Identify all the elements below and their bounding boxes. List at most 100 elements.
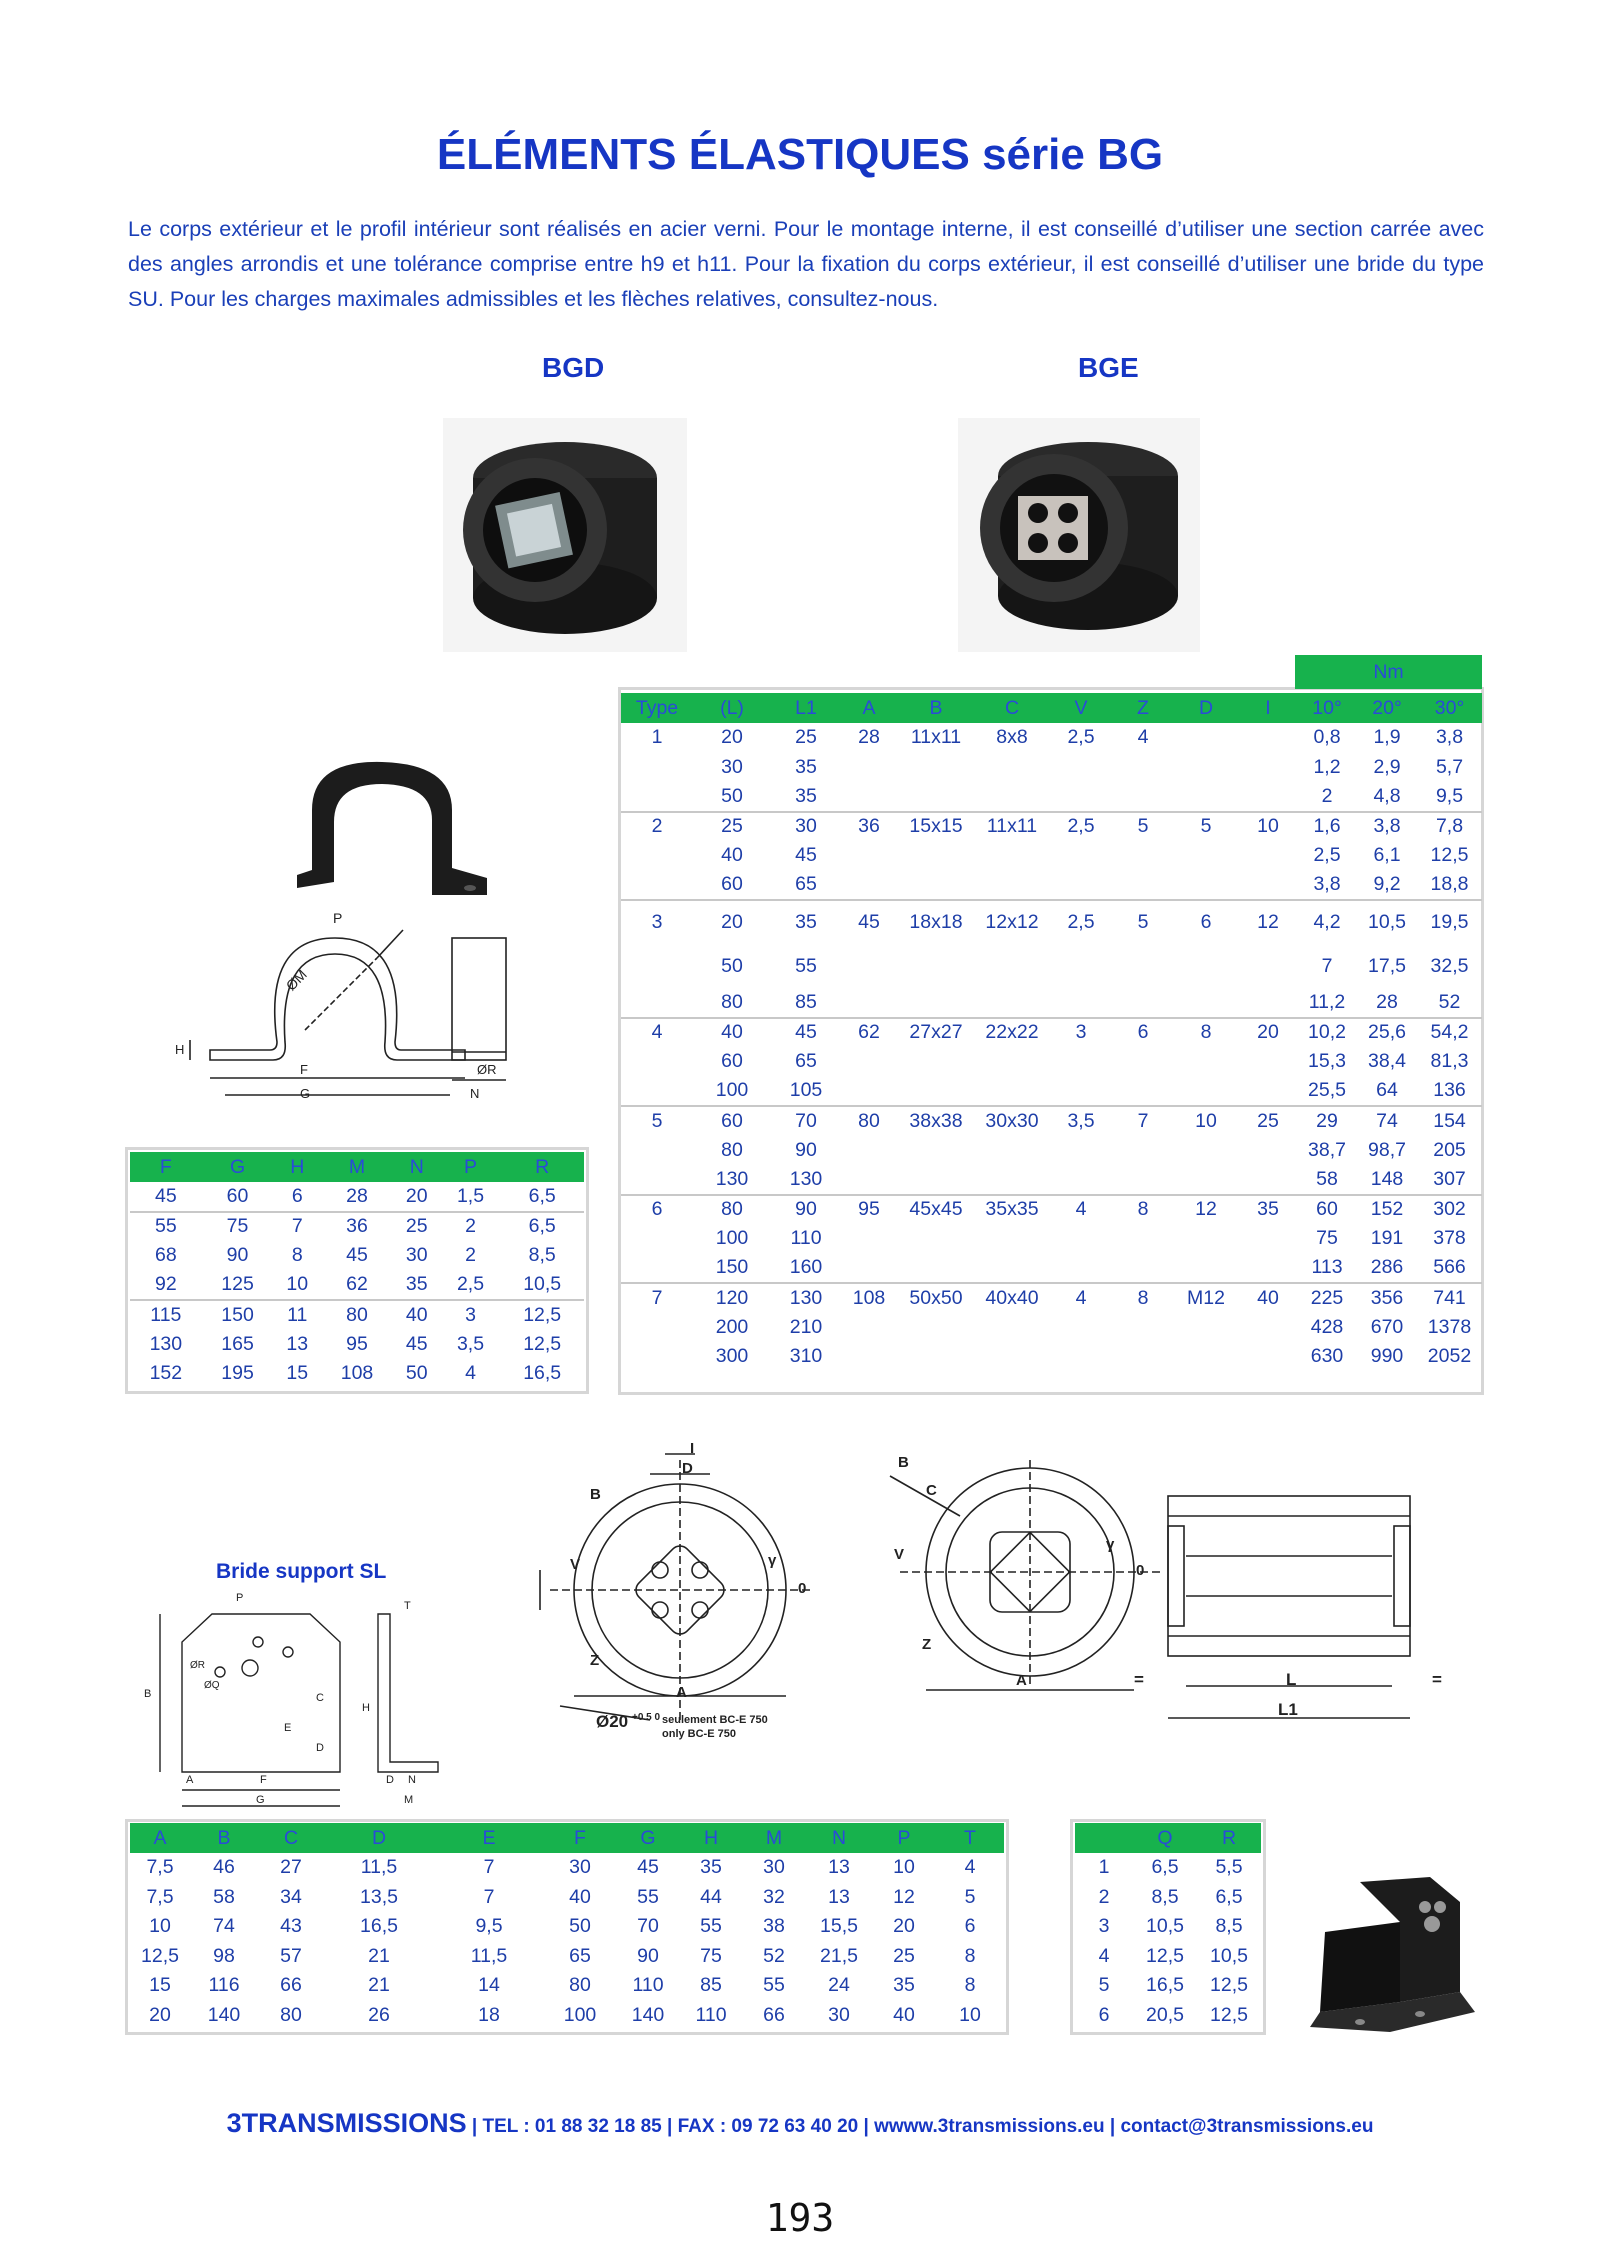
- table-cell: 30: [771, 810, 841, 841]
- table-cell: 70: [637, 1915, 659, 1938]
- table-cell: [1239, 1254, 1297, 1284]
- table-cell: 1,2: [1313, 755, 1341, 778]
- column-header: A: [841, 693, 897, 723]
- table-cell: 10,2: [1297, 1016, 1357, 1047]
- table-cell: 95: [346, 1332, 368, 1355]
- table-cell: 62: [346, 1273, 368, 1296]
- table-cell: [1113, 1224, 1173, 1254]
- table-cell: 25: [893, 1944, 915, 1967]
- table-cell: [841, 1136, 897, 1166]
- table-cell: 64: [1376, 1079, 1398, 1102]
- table-cell: 25: [693, 810, 771, 841]
- clamp-label-r: ØR: [477, 1062, 497, 1077]
- table-cell: 12,5: [500, 1299, 584, 1330]
- table-cell: [841, 841, 897, 871]
- table-cell: 3,5: [456, 1332, 485, 1355]
- table-cell: 25: [392, 1210, 441, 1241]
- table-cell: 35x35: [975, 1193, 1049, 1224]
- table-cell: 3: [621, 899, 693, 944]
- table-cell: 7: [621, 1282, 693, 1313]
- table-cell: 55: [700, 1915, 722, 1938]
- table-cell: 741: [1417, 1282, 1482, 1313]
- side-label-l1: L1: [1278, 1700, 1298, 1719]
- table-cell: 13: [286, 1332, 309, 1355]
- table-cell: 16,5: [360, 1915, 398, 1938]
- table-cell: 50: [405, 1362, 428, 1385]
- table-cell: 120: [693, 1282, 771, 1313]
- table-cell: 27x27: [897, 1016, 975, 1047]
- table-cell: 75: [1316, 1227, 1338, 1250]
- table-cell: 30: [763, 1856, 785, 1879]
- table-cell: 10: [286, 1273, 309, 1296]
- table-cell: [975, 988, 1049, 1018]
- table-cell: [1239, 1224, 1297, 1254]
- table-cell: [897, 841, 975, 871]
- table-cell: [621, 841, 693, 871]
- table-cell: 2,5: [456, 1273, 485, 1296]
- table-cell: 58: [213, 1885, 235, 1908]
- table-cell: 30: [405, 1244, 428, 1267]
- sl-label-d: D: [316, 1742, 324, 1754]
- table-cell: 17,5: [1368, 954, 1406, 977]
- table-cell: 55: [130, 1210, 202, 1241]
- table-cell: 32: [763, 1885, 785, 1908]
- table-cell: 60: [693, 1105, 771, 1136]
- column-header: T: [936, 1823, 1004, 1853]
- table-cell: [621, 1077, 693, 1107]
- table-cell: 100: [715, 1079, 749, 1102]
- column-header: Z: [1113, 693, 1173, 723]
- column-header: M: [742, 1823, 806, 1853]
- table-cell: 4: [1137, 726, 1149, 749]
- table-cell: [1173, 1224, 1239, 1254]
- table-cell: 45: [637, 1856, 659, 1879]
- table-cell: [975, 1077, 1049, 1107]
- table-cell: 7: [483, 1885, 495, 1908]
- table-cell: [1113, 944, 1173, 988]
- table-cell: 16,5: [1146, 1974, 1184, 1997]
- table-cell: 10,5: [1210, 1944, 1248, 1967]
- table-cell: 3,8: [1357, 810, 1417, 841]
- table-cell: 25,5: [1308, 1079, 1346, 1102]
- table-cell: 116: [208, 1974, 240, 1997]
- table-cell: 8: [1173, 1016, 1239, 1047]
- table-cell: 38x38: [897, 1105, 975, 1136]
- table-cell: 670: [1370, 1315, 1404, 1338]
- table-cell: 115: [130, 1299, 202, 1330]
- table-cell: [621, 988, 693, 1018]
- footer: 3TRANSMISSIONS | TEL : 01 88 32 18 85 | …: [0, 2108, 1600, 2139]
- table-cell: [975, 1136, 1049, 1166]
- table-cell: 52: [763, 1944, 785, 1967]
- table-cell: [975, 841, 1049, 871]
- table-cell: [897, 1136, 975, 1166]
- table-cell: 30: [721, 755, 743, 778]
- table-cell: 6: [1098, 2003, 1110, 2026]
- table-cell: 45: [346, 1244, 368, 1267]
- table-cell: [1173, 782, 1239, 812]
- table-cell: 9,5: [1435, 784, 1464, 807]
- column-header: P: [872, 1823, 936, 1853]
- table-cell: 160: [789, 1256, 823, 1279]
- table-cell: 62: [841, 1016, 897, 1047]
- table-cell: 7,8: [1417, 810, 1482, 841]
- table-cell: [841, 944, 897, 988]
- table-cell: 34: [280, 1885, 302, 1908]
- table-cell: 11,2: [1308, 990, 1346, 1013]
- side-label-l: L: [1286, 1670, 1297, 1689]
- table-cell: 35: [1239, 1193, 1297, 1224]
- column-header: H: [273, 1152, 322, 1182]
- table-cell: 6,5: [1215, 1885, 1243, 1908]
- table-cell: [841, 1342, 897, 1372]
- bgd-label-v: V: [570, 1556, 581, 1573]
- table-cell: 5,5: [1215, 1856, 1243, 1879]
- table-cell: 1,5: [456, 1184, 485, 1207]
- table-cell: [621, 1254, 693, 1284]
- column-header: F: [544, 1823, 616, 1853]
- table-cell: 24: [828, 1974, 850, 1997]
